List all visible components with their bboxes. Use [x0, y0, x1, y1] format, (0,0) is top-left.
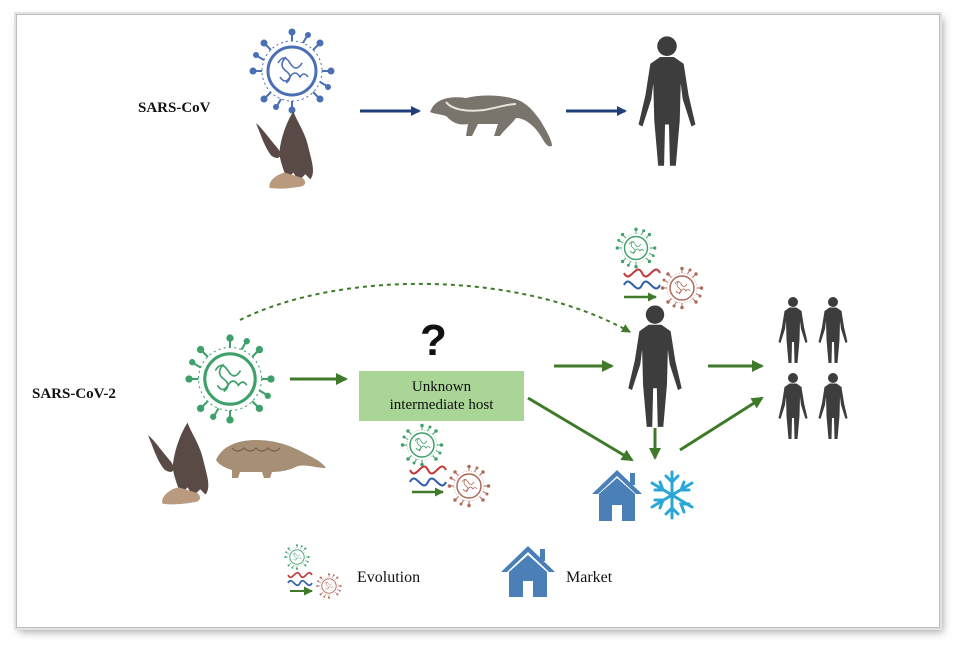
intermediate-host-line1: Unknown — [411, 379, 472, 395]
bat-icon — [148, 422, 209, 505]
legend-market-icon — [501, 546, 555, 597]
sars-cov-2-label: SARS-CoV-2 — [32, 386, 116, 402]
legend-evolution-icon — [283, 543, 343, 600]
snowflake-icon — [650, 470, 694, 520]
human-icon — [628, 305, 682, 427]
pangolin-icon — [216, 440, 326, 478]
dna-icon — [409, 465, 447, 487]
legend-market-label: Market — [566, 569, 613, 586]
dna-icon — [623, 268, 661, 290]
sars-cov-virus-icon — [248, 27, 336, 115]
market-icon — [592, 470, 642, 521]
human-icon — [778, 373, 808, 439]
evolution-cluster-human — [614, 226, 704, 310]
sars-cov-2-virus-icon — [183, 332, 277, 426]
sars-cov-label: SARS-CoV — [138, 100, 211, 116]
arrow-host-to-market — [527, 396, 634, 462]
legend-evolution-label: Evolution — [357, 569, 421, 586]
bat-icon — [256, 111, 314, 189]
human-icon — [778, 297, 808, 363]
human-icon — [638, 36, 696, 166]
human-icon — [818, 297, 848, 363]
human-crowd — [778, 297, 848, 439]
arrow-market-to-crowd — [679, 396, 764, 452]
intermediate-host-box: Unknown intermediate host — [359, 371, 524, 421]
intermediate-host-line2: intermediate host — [389, 397, 494, 413]
human-icon — [818, 373, 848, 439]
civet-icon — [430, 95, 552, 147]
question-mark: ? — [420, 316, 447, 365]
evolution-cluster-host — [400, 423, 491, 508]
